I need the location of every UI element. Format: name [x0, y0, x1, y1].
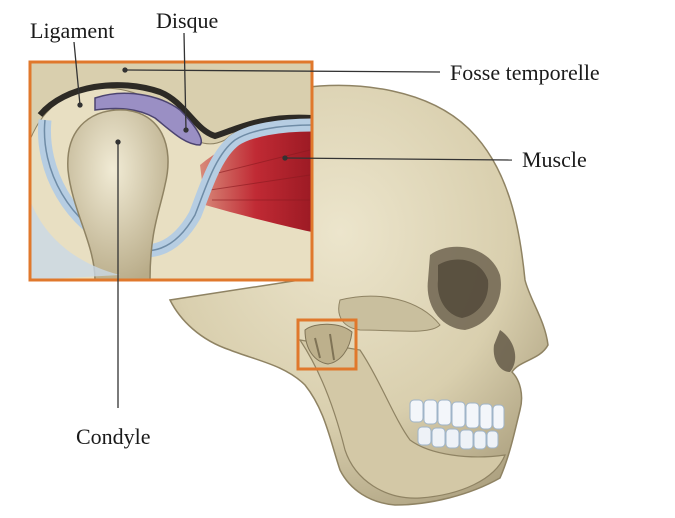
label-condyle: Condyle	[76, 426, 151, 448]
label-disque: Disque	[156, 10, 218, 32]
label-fosse-temporelle: Fosse temporelle	[450, 62, 600, 84]
label-ligament: Ligament	[30, 20, 114, 42]
label-muscle: Muscle	[522, 149, 587, 171]
tmj-inset-illustration	[30, 62, 312, 280]
